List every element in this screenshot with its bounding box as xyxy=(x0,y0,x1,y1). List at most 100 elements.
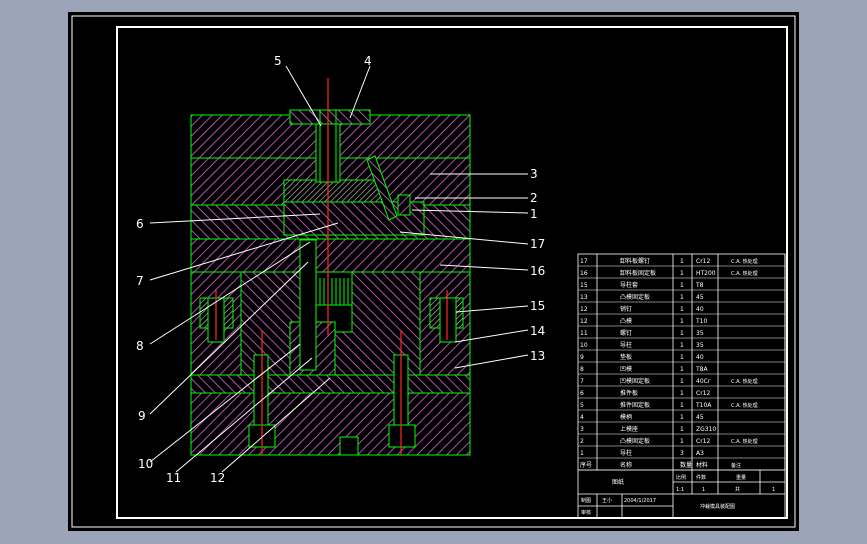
bom-cell-name: 垫板 xyxy=(620,353,632,361)
callout-11: 11 xyxy=(166,471,181,485)
bom-cell-mat: T8A xyxy=(695,366,708,373)
bom-cell-mat: Cr12 xyxy=(696,390,710,397)
bom-header-name: 名称 xyxy=(620,461,632,469)
bom-cell-name: 上模座 xyxy=(620,425,638,433)
bom-cell-mat: 45 xyxy=(696,294,704,301)
callout-17: 17 xyxy=(530,237,545,251)
checker-label: 审核 xyxy=(581,509,591,516)
shank-flange xyxy=(289,109,371,125)
center-lines xyxy=(215,78,448,455)
bom-cell-name: 凹模 xyxy=(620,365,632,373)
bom-cell-name: 导柱 xyxy=(620,449,632,457)
bom-cell-mat: 45 xyxy=(696,414,704,421)
bom-cell-qty: 1 xyxy=(680,306,684,313)
callout-3: 3 xyxy=(530,167,538,181)
bom-cell-name: 凸模固定板 xyxy=(620,437,650,445)
bom-cell-mat: 35 xyxy=(696,342,704,349)
right-bolt-head xyxy=(388,424,416,448)
bom-cell-mat: 40Cr xyxy=(696,378,711,385)
bom-cell-mat: T10 xyxy=(695,318,707,325)
bom-cell-no: 10 xyxy=(580,342,588,349)
callout-8: 8 xyxy=(136,339,144,353)
bom-cell-qty: 1 xyxy=(680,330,684,337)
bom-cell-note: C.A. 热处理 xyxy=(731,378,758,385)
bom-cell-no: 3 xyxy=(580,426,584,433)
side-block xyxy=(397,194,411,216)
count-value: 1 xyxy=(702,487,705,493)
bom-cell-name: 推件固定板 xyxy=(620,401,650,409)
bom-cell-qty: 1 xyxy=(680,414,684,421)
bom-cell-name: 凹模固定板 xyxy=(620,377,650,385)
designer-label: 制图 xyxy=(581,497,591,504)
bom-cell-name: 卸料板螺钉 xyxy=(620,257,650,265)
bom-cell-qty: 1 xyxy=(680,378,684,385)
title-block xyxy=(578,469,785,518)
bom-cell-no: 1 xyxy=(580,450,584,457)
bom-cell-no: 16 xyxy=(580,270,588,277)
bom-header-note: 备注 xyxy=(731,462,741,469)
bom-cell-qty: 1 xyxy=(680,282,684,289)
bom-cell-mat: 40 xyxy=(696,354,704,361)
designer-name: 王小 xyxy=(602,497,612,504)
ejector-rod xyxy=(299,239,317,371)
callout-9: 9 xyxy=(138,409,146,423)
bom-cell-no: 5 xyxy=(580,402,584,409)
bom-cell-name: 导柱 xyxy=(620,341,632,349)
left-bolt xyxy=(253,354,269,426)
scale-value: 1:1 xyxy=(676,487,684,493)
callout-15: 15 xyxy=(530,299,545,313)
bom-cell-name: 凸模固定板 xyxy=(620,293,650,301)
sheet-value: 1 xyxy=(772,487,775,493)
stripper-plate xyxy=(190,238,471,273)
bom-cell-no: 6 xyxy=(580,390,584,397)
lower-die-seat xyxy=(190,392,471,456)
bom-cell-no: 8 xyxy=(580,366,584,373)
pusher-block xyxy=(283,179,385,203)
bom-cell-note: C.A. 热处理 xyxy=(731,438,758,445)
bom-cell-qty: 1 xyxy=(680,258,684,265)
bom-cell-qty: 1 xyxy=(680,402,684,409)
callout-6: 6 xyxy=(136,217,144,231)
bom-cell-qty: 1 xyxy=(680,390,684,397)
right-guide-pin xyxy=(439,297,457,343)
bom-cell-name: 凸模 xyxy=(620,317,632,325)
bom-cell-no: 11 xyxy=(580,330,588,337)
bom-cell-note: C.A. 热处理 xyxy=(731,402,758,409)
bom-cell-note: C.A. 热处理 xyxy=(731,270,758,277)
callout-12: 12 xyxy=(210,471,225,485)
bom-cell-qty: 1 xyxy=(680,342,684,349)
callout-labels: 5 4 3 2 1 6 17 7 16 8 15 14 13 9 10 11 1… xyxy=(136,54,545,485)
outer-frame xyxy=(71,15,796,528)
count-label: 件数 xyxy=(696,474,706,481)
bom-cell-mat: T10A xyxy=(695,402,712,409)
bom-cell-mat: Cr12 xyxy=(696,258,710,265)
bom-cell-no: 17 xyxy=(580,258,588,265)
bom-cell-name: 螺钉 xyxy=(620,329,632,337)
bom-cell-no: 15 xyxy=(580,282,588,289)
bom-cell-mat: HT200 xyxy=(696,270,716,277)
bom-header-no: 序号 xyxy=(580,461,592,469)
bom-cell-mat: 40 xyxy=(696,306,704,313)
callout-2: 2 xyxy=(530,191,538,205)
support-plate xyxy=(190,374,471,394)
drawing-name: 图纸 xyxy=(612,478,624,486)
bom-cell-no: 7 xyxy=(580,378,584,385)
design-date: 2004/1/2017 xyxy=(624,498,656,504)
inner-frame xyxy=(116,26,788,519)
callout-13: 13 xyxy=(530,349,545,363)
bom-cell-qty: 1 xyxy=(680,438,684,445)
callout-1: 1 xyxy=(530,207,538,221)
bom-cell-qty: 1 xyxy=(680,354,684,361)
bom-cell-qty: 3 xyxy=(680,450,684,457)
callout-5: 5 xyxy=(274,54,282,68)
bom-cell-no: 4 xyxy=(580,414,584,421)
bom-cell-qty: 1 xyxy=(680,426,684,433)
bom-cell-mat: ZG310 xyxy=(696,426,716,433)
weight-label: 重量 xyxy=(736,474,746,481)
bom-cell-no: 13 xyxy=(580,294,588,301)
callout-10: 10 xyxy=(138,457,153,471)
product-name: 冲裁模具装配图 xyxy=(700,503,735,510)
bom-cell-qty: 1 xyxy=(680,318,684,325)
